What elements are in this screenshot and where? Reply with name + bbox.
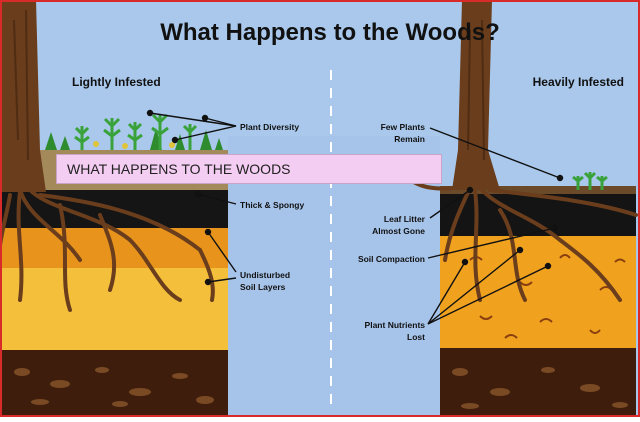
right-thin-litter: [440, 186, 636, 194]
right-tree: [408, 0, 638, 302]
left-rocks: [14, 367, 214, 407]
label-thick-spongy: Thick & Spongy: [240, 200, 305, 210]
label-soil-compaction: Soil Compaction: [358, 254, 425, 264]
label-plant-nutrients-line2: Lost: [407, 332, 425, 342]
right-compacted-soil: [440, 236, 636, 348]
diagram-title: What Happens to the Woods?: [160, 19, 500, 46]
right-heading: Heavily Infested: [533, 75, 624, 89]
label-few-plants-line1: Few Plants: [381, 122, 426, 132]
left-tree-roots: [0, 188, 215, 312]
label-leaf-litter-line2: Almost Gone: [372, 226, 425, 236]
label-undisturbed-line2: Soil Layers: [240, 282, 286, 292]
right-few-plants: [572, 171, 608, 190]
label-undisturbed-line1: Undisturbed: [240, 270, 290, 280]
right-labels: Few Plants Remain Leaf Litter Almost Gon…: [358, 122, 426, 342]
label-plant-nutrients-line1: Plant Nutrients: [365, 320, 426, 330]
right-tree-roots: [408, 178, 638, 302]
pointer-lines: [146, 109, 564, 325]
left-heading: Lightly Infested: [72, 75, 161, 89]
right-soil-profile: [440, 186, 636, 417]
left-plant-diversity: [45, 113, 223, 150]
label-few-plants-line2: Remain: [394, 134, 425, 144]
left-tree: [0, 0, 215, 312]
label-plant-diversity: Plant Diversity: [240, 122, 299, 132]
label-leaf-litter-line1: Leaf Litter: [384, 214, 426, 224]
overlay-text-banner: WHAT HAPPENS TO THE WOODS: [56, 154, 442, 184]
right-humus-layer: [440, 194, 636, 236]
right-rocks: [452, 367, 628, 409]
left-labels: Plant Diversity Thick & Spongy Undisturb…: [240, 122, 305, 292]
